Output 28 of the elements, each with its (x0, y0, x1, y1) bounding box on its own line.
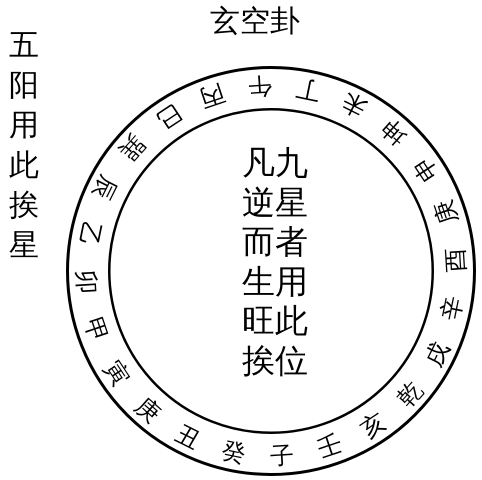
ring-character: 癸 (220, 438, 248, 466)
ring-character: 庚 (131, 392, 166, 426)
double-ring (66, 66, 476, 476)
ring-character: 丙 (197, 80, 228, 111)
ring-character: 乙 (76, 220, 104, 248)
ring-character: 辛 (438, 294, 466, 322)
ring-character: 甲 (80, 314, 111, 345)
verse-text: 凡九逆星而者生用旺此挨位 (242, 143, 309, 380)
ring-character: 坤 (376, 116, 411, 150)
ring-character: 巽 (116, 131, 150, 166)
ring-character: 申 (408, 152, 442, 186)
diagram-title: 玄空卦 (210, 5, 300, 39)
ring-character: 丁 (294, 76, 322, 104)
ring-character: 亥 (356, 408, 390, 442)
ring-character: 戌 (420, 337, 453, 370)
ring-character: 酉 (442, 247, 468, 272)
ring-character: 辰 (89, 172, 122, 205)
ring-character: 卯 (74, 270, 100, 295)
ring-character: 乾 (392, 376, 426, 411)
ring-character: 巳 (152, 100, 186, 134)
ring-character: 未 (337, 89, 370, 122)
ring-character: 庚 (431, 197, 462, 228)
ring-character: 午 (247, 74, 272, 100)
vertical-note-text: 五阳用此挨星 (9, 27, 40, 265)
ring-character: 丑 (172, 420, 205, 453)
ring-character: 寅 (100, 356, 134, 390)
ring-character: 子 (270, 442, 295, 468)
ring-character: 壬 (314, 431, 345, 462)
